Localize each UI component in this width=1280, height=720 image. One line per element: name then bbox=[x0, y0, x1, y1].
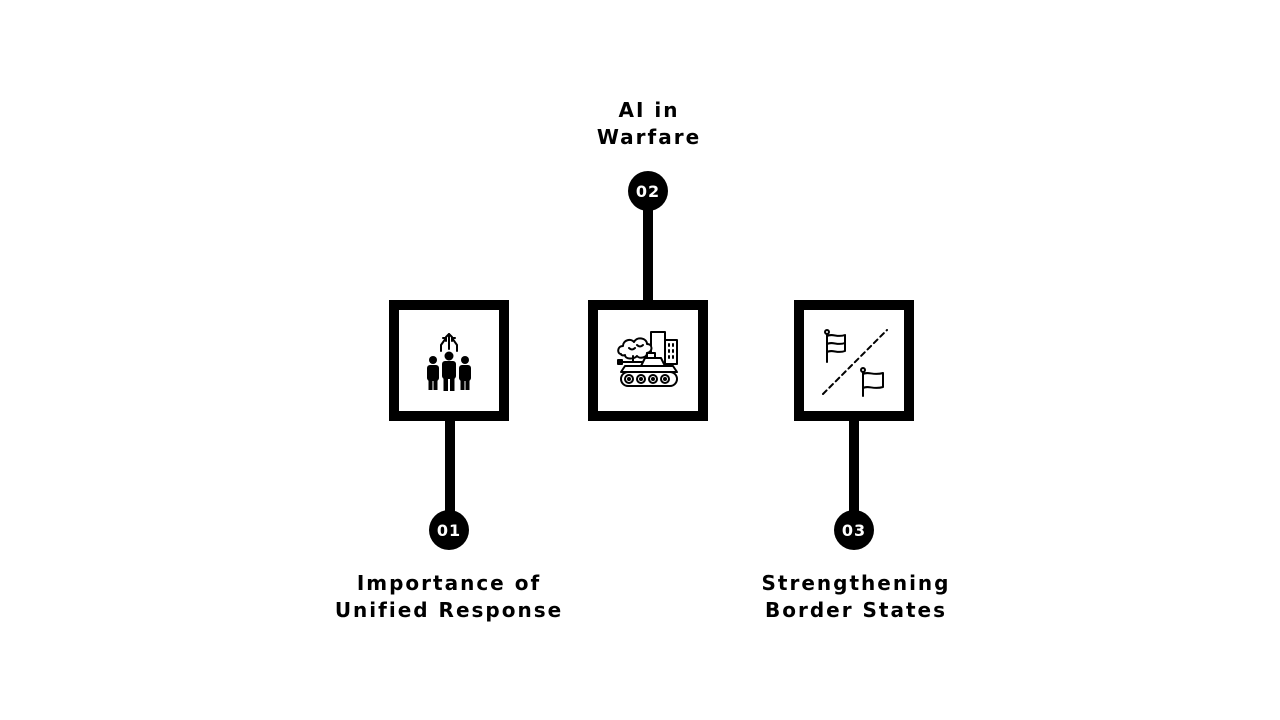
people-growth-icon bbox=[419, 329, 479, 393]
item-03-number-badge: 03 bbox=[834, 510, 874, 550]
item-01-number-badge: 01 bbox=[429, 510, 469, 550]
item-01-icon-box bbox=[389, 300, 509, 421]
item-01-label-line-1: Importance of bbox=[356, 571, 542, 595]
item-03-connector bbox=[849, 416, 859, 516]
item-02-label-line-2: Warfare bbox=[596, 125, 702, 149]
item-01-label: Importance of Unified Response bbox=[319, 570, 579, 624]
item-03-label-line-1: Strengthening bbox=[761, 571, 951, 595]
item-02-number-badge: 02 bbox=[628, 171, 668, 211]
item-03-label-line-2: Border States bbox=[764, 598, 948, 622]
item-03-label: Strengthening Border States bbox=[726, 570, 986, 624]
item-02-label-line-1: AI in bbox=[618, 98, 680, 122]
item-01-label-line-2: Unified Response bbox=[334, 598, 564, 622]
item-01-connector bbox=[445, 416, 455, 516]
border-flags-icon bbox=[817, 324, 891, 398]
item-02-label: AI in Warfare bbox=[519, 97, 779, 151]
item-02-icon-box bbox=[588, 300, 708, 421]
tank-city-icon bbox=[615, 328, 681, 394]
item-02-connector bbox=[643, 205, 653, 305]
item-03-icon-box bbox=[794, 300, 914, 421]
